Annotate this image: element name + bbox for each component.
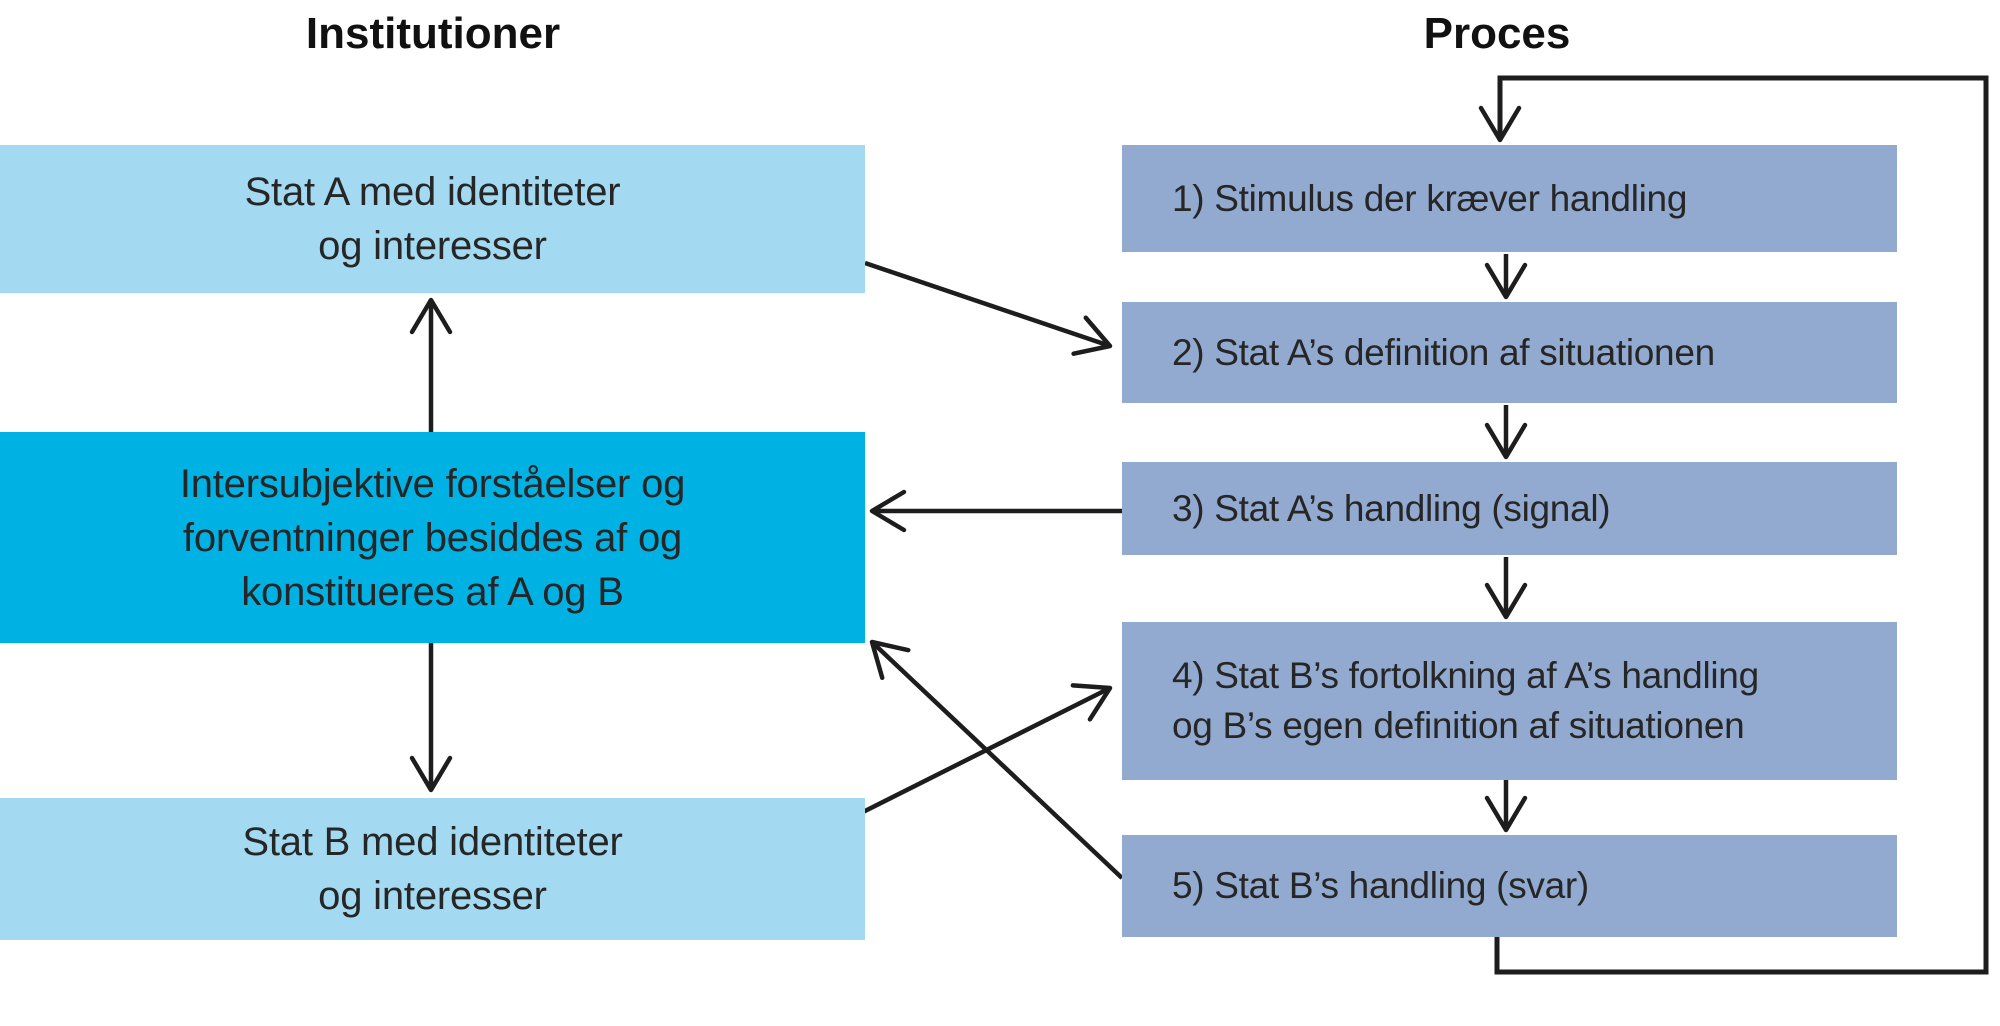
box-stat-a-line1: Stat A med identiteter bbox=[244, 170, 621, 214]
process-step-4-line1: 4) Stat B’s fortolkning af A’s handling bbox=[1172, 655, 1759, 696]
box-stat-b-line2: og interesser bbox=[318, 874, 547, 918]
box-stat-a: Stat A med identiteter og interesser bbox=[0, 145, 865, 293]
process-step-5-label: 5) Stat B’s handling (svar) bbox=[1172, 865, 1589, 906]
box-intersubjective-line2: forventninger besiddes af og bbox=[182, 515, 683, 560]
box-stat-b: Stat B med identiteter og interesser bbox=[0, 798, 865, 940]
box-intersubjective: Intersubjektive forståelser og forventni… bbox=[0, 432, 865, 643]
box-intersubjective-line1: Intersubjektive forståelser og bbox=[179, 461, 686, 506]
process-step-3: 3) Stat A’s handling (signal) bbox=[1122, 462, 1897, 555]
process-step-3-label: 3) Stat A’s handling (signal) bbox=[1172, 487, 1611, 529]
process-column-title: Proces bbox=[1423, 9, 1571, 58]
box-intersubjective-line3: konstitueres af A og B bbox=[241, 569, 624, 614]
process-step-1-label: 1) Stimulus der kræver handling bbox=[1172, 177, 1688, 219]
process-step-2-label: 2) Stat A’s definition af situationen bbox=[1172, 331, 1715, 373]
institutions-column-title: Institutioner bbox=[305, 9, 561, 58]
box-stat-a-line2: og interesser bbox=[318, 224, 547, 268]
arrow-stat-a-to-step2 bbox=[864, 260, 1113, 356]
arrow-stat-b-to-step4 bbox=[861, 683, 1113, 815]
process-step-4-line2: og B’s egen definition af situationen bbox=[1172, 705, 1745, 746]
process-step-4: 4) Stat B’s fortolkning af A’s handling … bbox=[1122, 622, 1897, 780]
process-step-5: 5) Stat B’s handling (svar) bbox=[1122, 835, 1897, 937]
process-step-1: 1) Stimulus der kræver handling bbox=[1122, 145, 1897, 252]
box-stat-b-line1: Stat B med identiteter bbox=[242, 820, 623, 864]
arrow-step5-to-middle bbox=[869, 639, 1124, 880]
process-step-2: 2) Stat A’s definition af situationen bbox=[1122, 302, 1897, 403]
